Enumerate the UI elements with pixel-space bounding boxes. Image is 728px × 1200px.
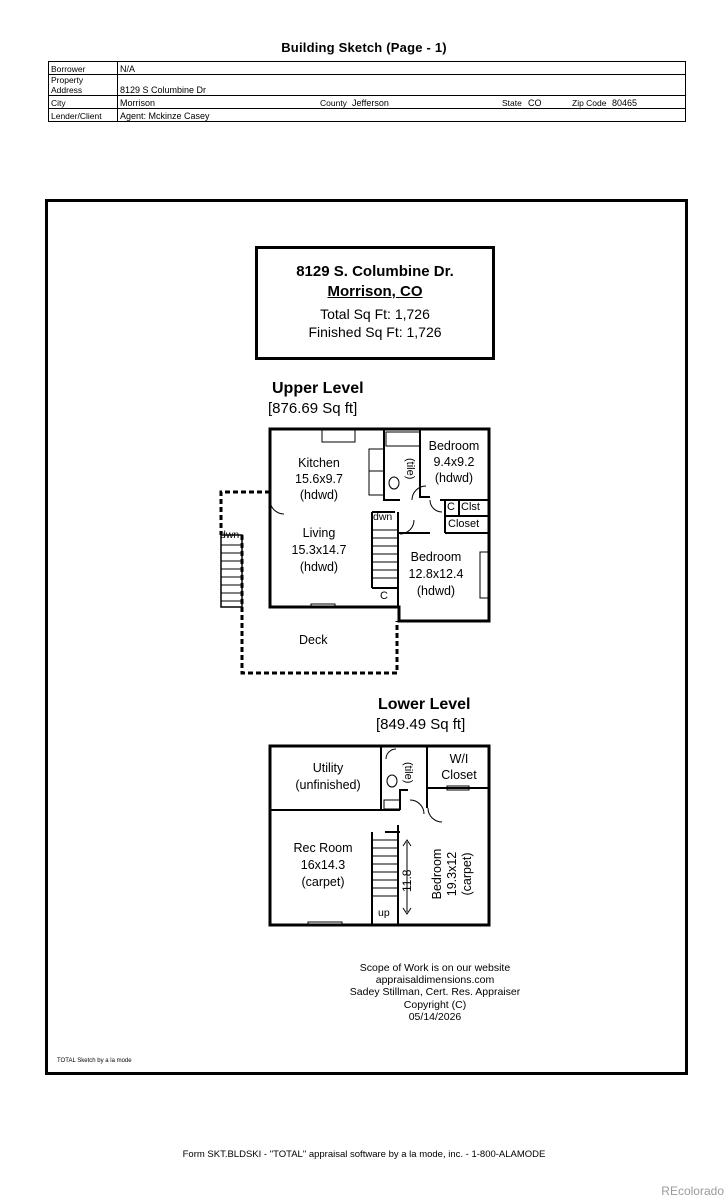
credit-line-2: appraisaldimensions.com	[375, 974, 495, 987]
living-name: Living	[302, 526, 336, 540]
interior-stair-treads	[372, 529, 398, 579]
watermark: REcolorado	[661, 1184, 724, 1198]
door-arc-1	[269, 499, 285, 515]
sketch-frame	[45, 199, 688, 1075]
lower-sink	[383, 799, 401, 810]
lender-label: Lender/Client	[48, 108, 118, 122]
bedroom1-floor: (hdwd)	[434, 471, 474, 485]
credit-line-1: Scope of Work is on our website	[359, 962, 511, 974]
exterior-stairs	[220, 534, 243, 608]
page-title: Building Sketch (Page - 1)	[281, 40, 447, 55]
credit-line-3: Sadey Stillman, Cert. Res. Appraiser	[349, 986, 521, 999]
upper-outer-wall	[268, 427, 491, 623]
lender-value: Agent: Mckinze Casey	[117, 108, 686, 122]
closet-walls	[440, 499, 489, 534]
lower-level-title: Lower Level	[378, 696, 471, 713]
bedroom2-dim: 12.8x12.4	[408, 567, 464, 581]
lower-stair-treads	[372, 839, 398, 897]
lower-outer-wall	[268, 744, 491, 927]
exterior-stair-treads	[221, 544, 242, 602]
lower-bedroom-name: Bedroom	[430, 848, 444, 900]
rec-room-label: Rec Room 16x14.3 (carpet)	[280, 840, 366, 891]
upper-tub	[385, 431, 421, 447]
property-info-box: 8129 S. Columbine Dr. Morrison, CO Total…	[255, 246, 495, 360]
bedroom1-label: Bedroom 9.4x9.2 (hdwd)	[420, 438, 488, 486]
lower-level-sqft: [849.49 Sq ft]	[376, 716, 466, 733]
living-dim: 15.3x14.7	[291, 543, 347, 557]
lower-hall-walls	[371, 788, 428, 925]
bath-wall	[419, 429, 430, 498]
info-total-sqft: Total Sq Ft: 1,726	[320, 306, 430, 322]
c2-label: C	[380, 590, 388, 602]
utility-name: Utility	[312, 761, 344, 775]
dim-label: 11.8	[400, 869, 414, 892]
lower-tile-label: (tile)	[402, 762, 414, 784]
fridge	[368, 470, 385, 496]
bedroom2-label: Bedroom 12.8x12.4 (hdwd)	[400, 549, 472, 600]
door-arc-2	[411, 485, 427, 501]
living-floor: (hdwd)	[299, 560, 339, 574]
slider-door	[310, 603, 336, 609]
door-arc-4	[429, 499, 443, 513]
bedroom-window	[479, 551, 489, 599]
dimension-arrow	[402, 839, 412, 915]
c1-label: C	[447, 501, 455, 513]
credit-line-5: 05/14/2026	[408, 1010, 462, 1023]
info-address: 8129 S. Columbine Dr.	[296, 263, 454, 280]
up-label: up	[378, 907, 390, 919]
dwn2-label: dwn	[373, 511, 393, 523]
bedroom1-name: Bedroom	[428, 439, 480, 453]
upper-toilet	[388, 476, 400, 490]
form-footer: Form SKT.BLDSKI - "TOTAL" appraisal soft…	[182, 1149, 546, 1160]
rec-dim: 16x14.3	[300, 858, 346, 872]
kitchen-name: Kitchen	[298, 456, 340, 470]
lower-toilet	[386, 774, 398, 788]
lower-door-arc-3	[427, 807, 443, 823]
door-arc-3	[399, 519, 415, 535]
upper-level-title: Upper Level	[272, 380, 364, 397]
bedroom2-name: Bedroom	[410, 550, 462, 564]
lower-bedroom-label: Bedroom 19.3x12 (carpet)	[430, 842, 475, 906]
lower-bedroom-floor: (carpet)	[460, 852, 474, 896]
utility-walls	[270, 746, 400, 811]
lower-window	[307, 921, 343, 927]
credit-line-4: Copyright (C)	[403, 998, 467, 1011]
lower-door-arc-1	[385, 748, 397, 760]
header-table: Borrower N/A Property Address 8129 S Col…	[48, 61, 686, 122]
upper-level-sqft: [876.69 Sq ft]	[268, 400, 358, 417]
wi-name-2: Closet	[441, 768, 477, 782]
wi-closet-label: W/I Closet	[430, 751, 488, 783]
closet-door	[446, 785, 470, 791]
kitchen-counter	[321, 429, 356, 443]
kitchen-label: Kitchen 15.6x9.7 (hdwd)	[276, 455, 362, 503]
utility-floor: (unfinished)	[295, 778, 361, 792]
stair-hall-walls	[371, 511, 430, 607]
clst-label: Clst	[461, 501, 480, 513]
rec-name: Rec Room	[293, 841, 353, 855]
closet-label: Closet	[448, 518, 480, 530]
upper-tile-label: (tile)	[404, 458, 416, 480]
lower-bedroom-dim: 19.3x12	[445, 851, 459, 897]
utility-label: Utility (unfinished)	[282, 760, 374, 794]
deck-label: Deck	[299, 633, 328, 647]
info-finished-sqft: Finished Sq Ft: 1,726	[308, 324, 442, 340]
living-label: Living 15.3x14.7 (hdwd)	[276, 525, 362, 576]
bedroom2-floor: (hdwd)	[416, 584, 456, 598]
wi-name: W/I	[449, 752, 469, 766]
lower-door-arc-2	[409, 799, 425, 815]
dwn1-label: dwn	[220, 529, 240, 541]
stove	[368, 448, 385, 472]
credit-block: Scope of Work is on our website appraisa…	[282, 962, 588, 1023]
sketch-credit: TOTAL Sketch by a la mode	[57, 1058, 132, 1064]
kitchen-dim: 15.6x9.7	[295, 472, 343, 486]
info-city: Morrison, CO	[327, 283, 423, 300]
kitchen-floor: (hdwd)	[299, 488, 339, 502]
rec-floor: (carpet)	[301, 875, 345, 889]
bedroom1-dim: 9.4x9.2	[433, 455, 475, 469]
